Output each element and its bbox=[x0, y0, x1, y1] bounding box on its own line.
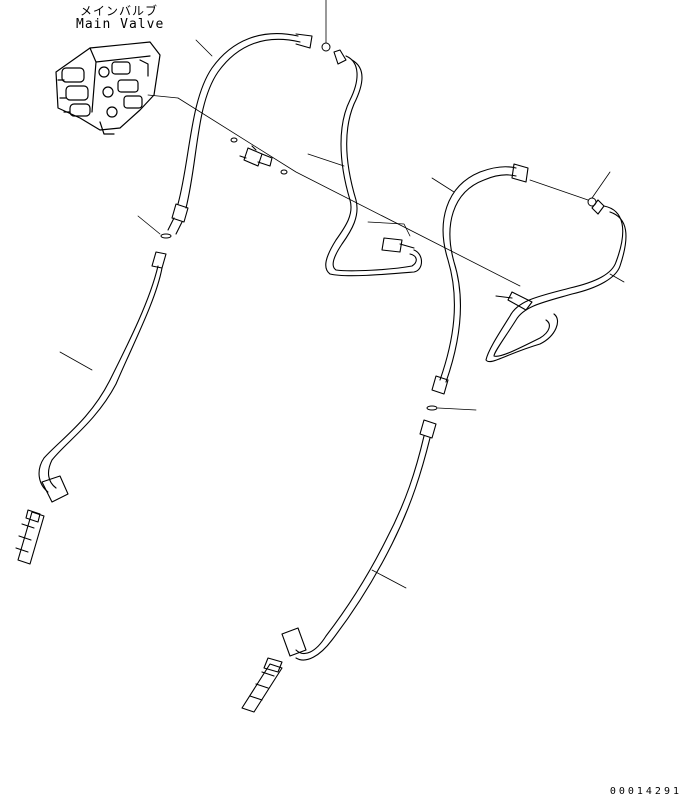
main-valve bbox=[55, 41, 161, 135]
o-ring-seal bbox=[280, 169, 288, 175]
lower-right-tube bbox=[281, 419, 437, 661]
o-ring-seal bbox=[160, 233, 172, 239]
right-hose bbox=[431, 163, 529, 395]
drawing-code: 00014291 bbox=[609, 786, 682, 797]
right-pipe bbox=[485, 199, 627, 362]
lower-right-nozzle bbox=[241, 657, 283, 713]
lower-left-nozzle bbox=[15, 509, 45, 565]
o-ring-seal bbox=[230, 137, 238, 143]
o-ring-seal bbox=[321, 42, 331, 52]
upper-pipe bbox=[325, 49, 423, 277]
left-hose bbox=[167, 33, 313, 235]
adapter-fitting bbox=[239, 145, 273, 167]
main-valve-label-en: Main Valve bbox=[76, 17, 165, 32]
main-valve-label-jp: メインバルブ bbox=[80, 4, 159, 18]
lower-left-tube bbox=[38, 251, 167, 503]
o-ring-seal bbox=[426, 405, 438, 411]
